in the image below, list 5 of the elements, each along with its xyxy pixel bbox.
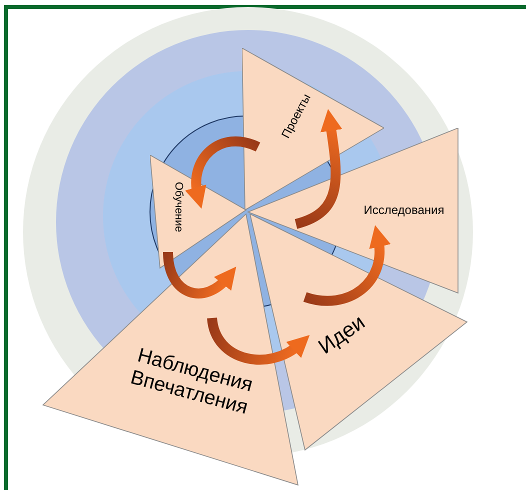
sector-label: Исследования (362, 202, 446, 219)
curved-arrow (304, 224, 390, 306)
curved-arrow (294, 108, 342, 229)
sector-label: Обучение (171, 180, 186, 234)
curved-arrow (207, 317, 310, 364)
